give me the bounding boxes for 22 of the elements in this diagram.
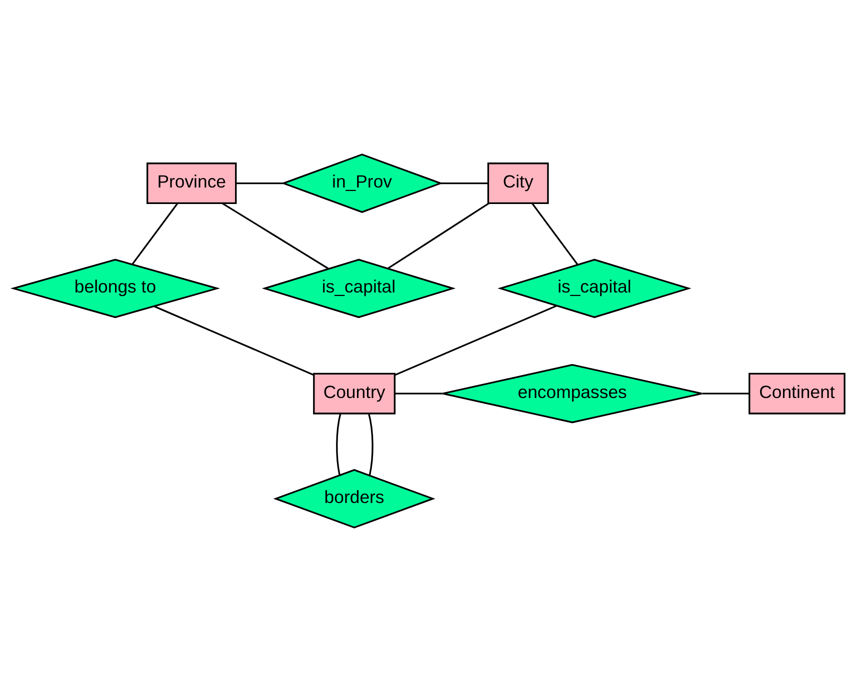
connector — [440, 182, 488, 184]
connector — [368, 412, 373, 475]
node-box: Continent — [748, 372, 845, 414]
node-diamond: in_Prov — [280, 153, 443, 212]
node-diamond: borders — [272, 468, 435, 528]
connector — [336, 412, 341, 475]
connector — [530, 202, 578, 265]
connector — [153, 305, 314, 376]
node-diamond: belongs to — [10, 258, 220, 318]
connector — [235, 182, 283, 184]
connector — [394, 392, 442, 394]
connector — [221, 202, 328, 269]
node-box: Country — [312, 372, 396, 414]
node-diamond: is_capital — [497, 258, 691, 318]
node-box: City — [486, 162, 548, 204]
connector — [131, 202, 178, 264]
connector — [387, 202, 489, 268]
connector — [394, 304, 556, 376]
node-box: Province — [146, 162, 236, 204]
connector — [702, 392, 749, 394]
node-diamond: is_capital — [261, 258, 456, 318]
node-diamond: encompasses — [442, 363, 702, 423]
